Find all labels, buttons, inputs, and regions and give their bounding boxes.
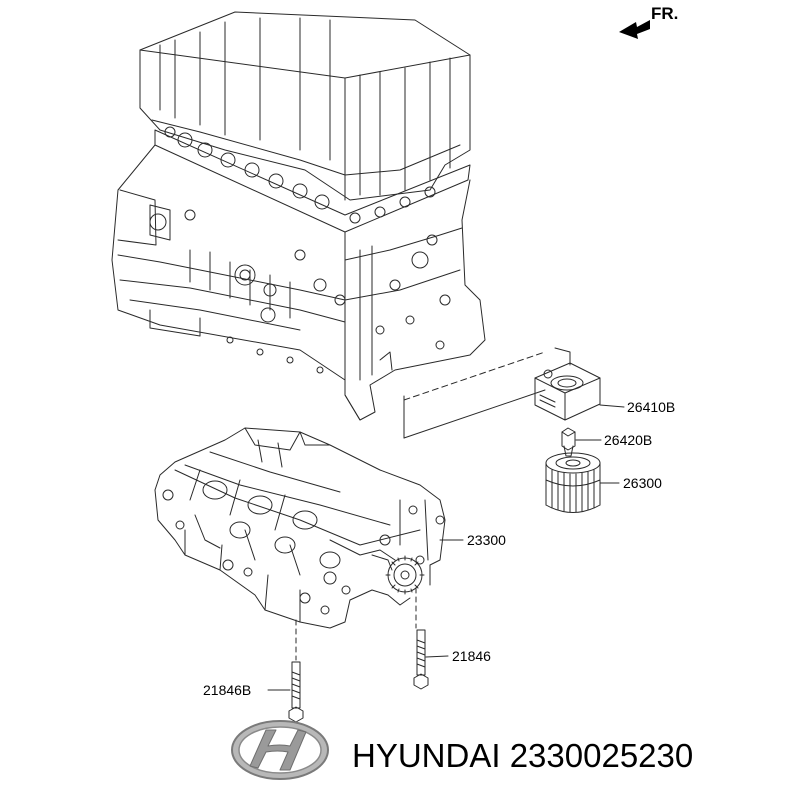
part-caption: HYUNDAI 2330025230 (352, 736, 693, 776)
leader-lines (267, 404, 625, 691)
oil-cooler (534, 347, 601, 421)
part-number: 2330025230 (509, 737, 694, 774)
callout-21846B: 21846B (203, 682, 252, 698)
callout-26420B: 26420B (604, 432, 653, 448)
engine-block (111, 11, 546, 439)
hyundai-logo-icon (231, 720, 329, 780)
oil-filter (545, 452, 601, 513)
front-direction-arrow-icon (619, 20, 650, 39)
oil-cooler-fitting (561, 427, 576, 457)
balance-shaft-module (154, 427, 446, 629)
callout-26410B: 26410B (627, 399, 676, 415)
callout-23300: 23300 (467, 532, 506, 548)
callout-26300: 26300 (623, 475, 662, 491)
callout-21846: 21846 (452, 648, 491, 664)
bolt-21846B (288, 619, 304, 723)
front-direction-label: FR. (651, 4, 679, 23)
bolt-21846 (413, 587, 429, 690)
brand-name: HYUNDAI (352, 737, 501, 774)
